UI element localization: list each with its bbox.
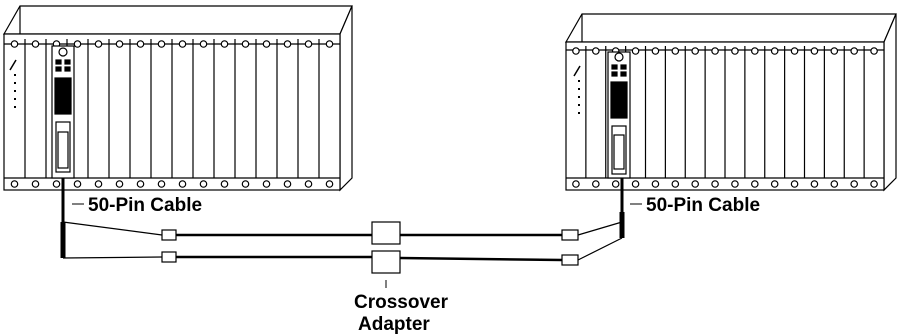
upper-right-connector (561, 229, 579, 241)
right-slot-screw (770, 180, 779, 188)
left-slot-screw (304, 40, 313, 48)
right-slot-screw (810, 47, 819, 55)
right-slot-screw (651, 180, 660, 188)
right-slot-screw (790, 47, 799, 55)
left-slot-screw (241, 180, 250, 188)
right-slot-screw (770, 47, 779, 55)
right-slot-screw (830, 180, 839, 188)
right-slot-screw (691, 47, 699, 55)
left-slot-screw (52, 180, 61, 188)
right-slot-screw (810, 180, 819, 188)
right-slot-screw (592, 180, 600, 188)
left-slot-screw (73, 40, 82, 48)
right-slot-screw (611, 180, 620, 188)
adapter-label-line1: Crossover (354, 292, 449, 313)
adapter-label-line2: Adapter (358, 314, 430, 335)
right-slot-screw (671, 180, 680, 188)
right-slot-screw (671, 47, 680, 55)
right-slot-screw (870, 180, 878, 188)
right-slot-screw (711, 47, 719, 55)
lower-right-connector (561, 254, 579, 266)
right-slot-screw (751, 47, 759, 55)
right-slot-screw (572, 180, 580, 188)
left-slot-screw (115, 180, 124, 188)
right-slot-screw (592, 47, 600, 55)
left-slot-screw (178, 180, 187, 188)
right-chassis (564, 13, 897, 192)
left-slot-screw (262, 40, 271, 48)
right-slot-screw (631, 47, 640, 55)
upper-left-connector (161, 229, 177, 241)
left-slot-screw (31, 180, 40, 188)
left-slot-screw (199, 40, 208, 48)
upper-crossover-adapter (371, 221, 401, 245)
left-slot-screw (136, 40, 145, 48)
lower-line-pair (62, 237, 623, 262)
left-slot-screw (325, 180, 334, 188)
left-slot-screw (115, 40, 124, 48)
right-slot-screw (850, 180, 858, 188)
left-slot-screw (157, 40, 166, 48)
left-slot-screw (178, 40, 187, 48)
left-slot-screw (220, 180, 229, 188)
right-slot-screw (651, 47, 660, 55)
left-status-leds (9, 59, 17, 108)
right-slot-screw (870, 47, 878, 55)
left-slot-screw (10, 40, 19, 48)
left-slot-screw (157, 180, 166, 188)
left-cable-label: 50-Pin Cable (88, 195, 202, 216)
left-slot-screw (94, 180, 103, 188)
right-slot-screw (691, 180, 699, 188)
right-slot-screw (830, 47, 839, 55)
left-slot-screw (262, 180, 271, 188)
right-slot-screw (711, 180, 719, 188)
left-slot-screw (199, 180, 208, 188)
connectors (161, 229, 579, 266)
left-slot-screw (73, 180, 82, 188)
left-slot-screw (283, 180, 292, 188)
left-slot-screw (283, 40, 292, 48)
right-slot-screw (751, 180, 759, 188)
crossover-adapters (371, 221, 401, 274)
left-slot-screw (31, 40, 40, 48)
left-slot-screw (136, 180, 145, 188)
right-slot-screw (731, 47, 739, 55)
left-controller-card (51, 45, 75, 179)
left-slot-screw (10, 180, 19, 188)
right-status-leds (573, 65, 581, 114)
upper-line-pair (62, 221, 623, 237)
left-slot-screw (94, 40, 103, 48)
right-cable-label: 50-Pin Cable (646, 195, 760, 216)
left-slot-screw (325, 40, 334, 48)
left-slot-screw (304, 180, 313, 188)
lower-left-connector (161, 251, 177, 263)
right-slot-screw (731, 180, 739, 188)
left-slot-screw (241, 40, 250, 48)
left-chassis (2, 5, 353, 192)
right-controller-card (607, 51, 631, 179)
lower-crossover-adapter (371, 250, 401, 274)
right-slot-screw (790, 180, 799, 188)
right-slot-screw (572, 47, 580, 55)
left-slot-screw (220, 40, 229, 48)
right-slot-screw (850, 47, 858, 55)
right-slot-screw (631, 180, 640, 188)
right-card-slots (572, 46, 878, 188)
